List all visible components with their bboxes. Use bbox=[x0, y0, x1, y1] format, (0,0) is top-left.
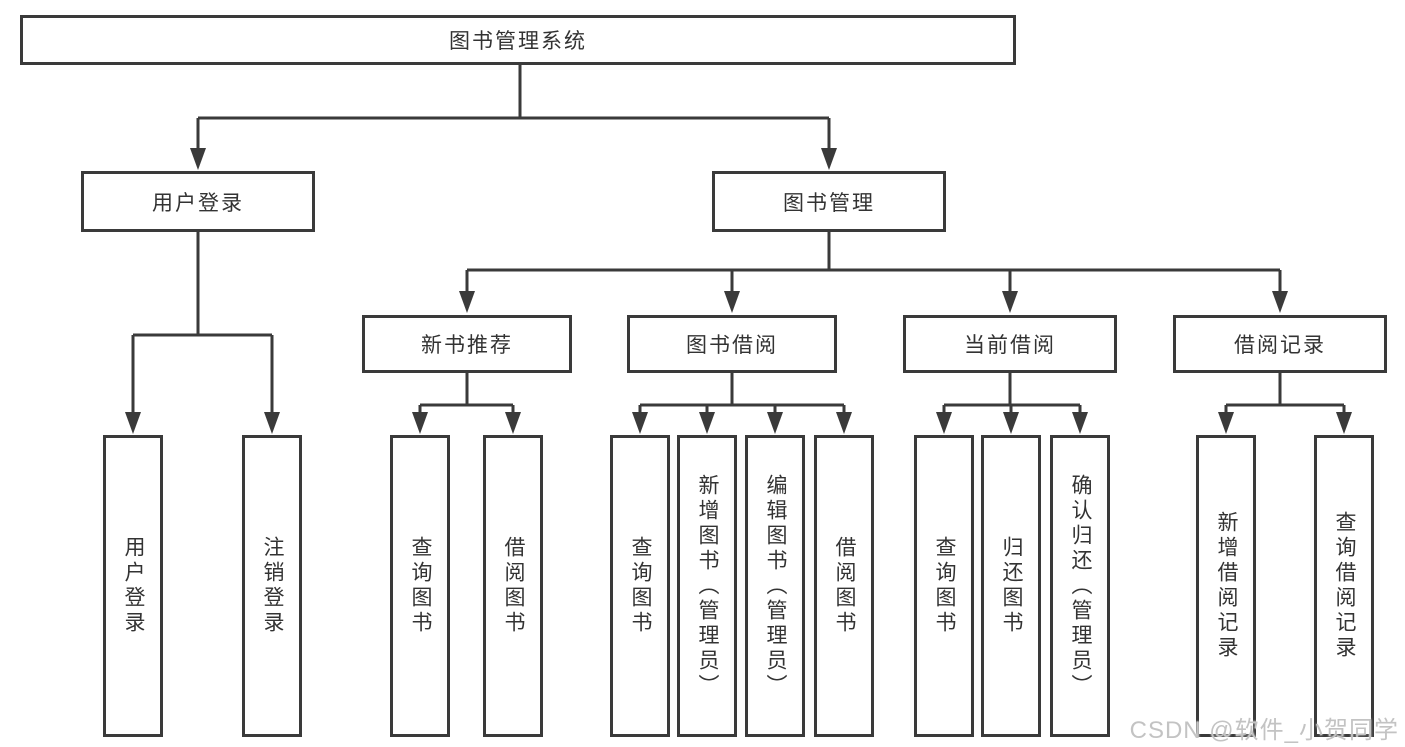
node-root-system: 图书管理系统 bbox=[20, 15, 1016, 65]
leaf-query-books-borrowing: 查询图书 bbox=[610, 435, 670, 737]
node-user-login: 用户登录 bbox=[81, 171, 315, 232]
node-current-borrowing: 当前借阅 bbox=[903, 315, 1117, 373]
leaf-return-books: 归还图书 bbox=[981, 435, 1041, 737]
leaf-edit-books-admin: 编辑图书（管理员） bbox=[745, 435, 805, 737]
leaf-query-borrow-record: 查询借阅记录 bbox=[1314, 435, 1374, 737]
node-new-book-recommendation: 新书推荐 bbox=[362, 315, 572, 373]
csdn-watermark: CSDN @软件_小贺同学 bbox=[1129, 717, 1399, 744]
node-borrowing-records: 借阅记录 bbox=[1173, 315, 1387, 373]
leaf-borrow-books: 借阅图书 bbox=[814, 435, 874, 737]
node-book-management: 图书管理 bbox=[712, 171, 946, 232]
leaf-query-books-recommendation: 查询图书 bbox=[390, 435, 450, 737]
leaf-add-books-admin: 新增图书（管理员） bbox=[677, 435, 737, 737]
leaf-user-login: 用户登录 bbox=[103, 435, 163, 737]
leaf-add-borrow-record: 新增借阅记录 bbox=[1196, 435, 1256, 737]
leaf-borrow-books-recommendation: 借阅图书 bbox=[483, 435, 543, 737]
leaf-confirm-return-admin: 确认归还（管理员） bbox=[1050, 435, 1110, 737]
leaf-query-books-current: 查询图书 bbox=[914, 435, 974, 737]
leaf-logout: 注销登录 bbox=[242, 435, 302, 737]
node-book-borrowing: 图书借阅 bbox=[627, 315, 837, 373]
